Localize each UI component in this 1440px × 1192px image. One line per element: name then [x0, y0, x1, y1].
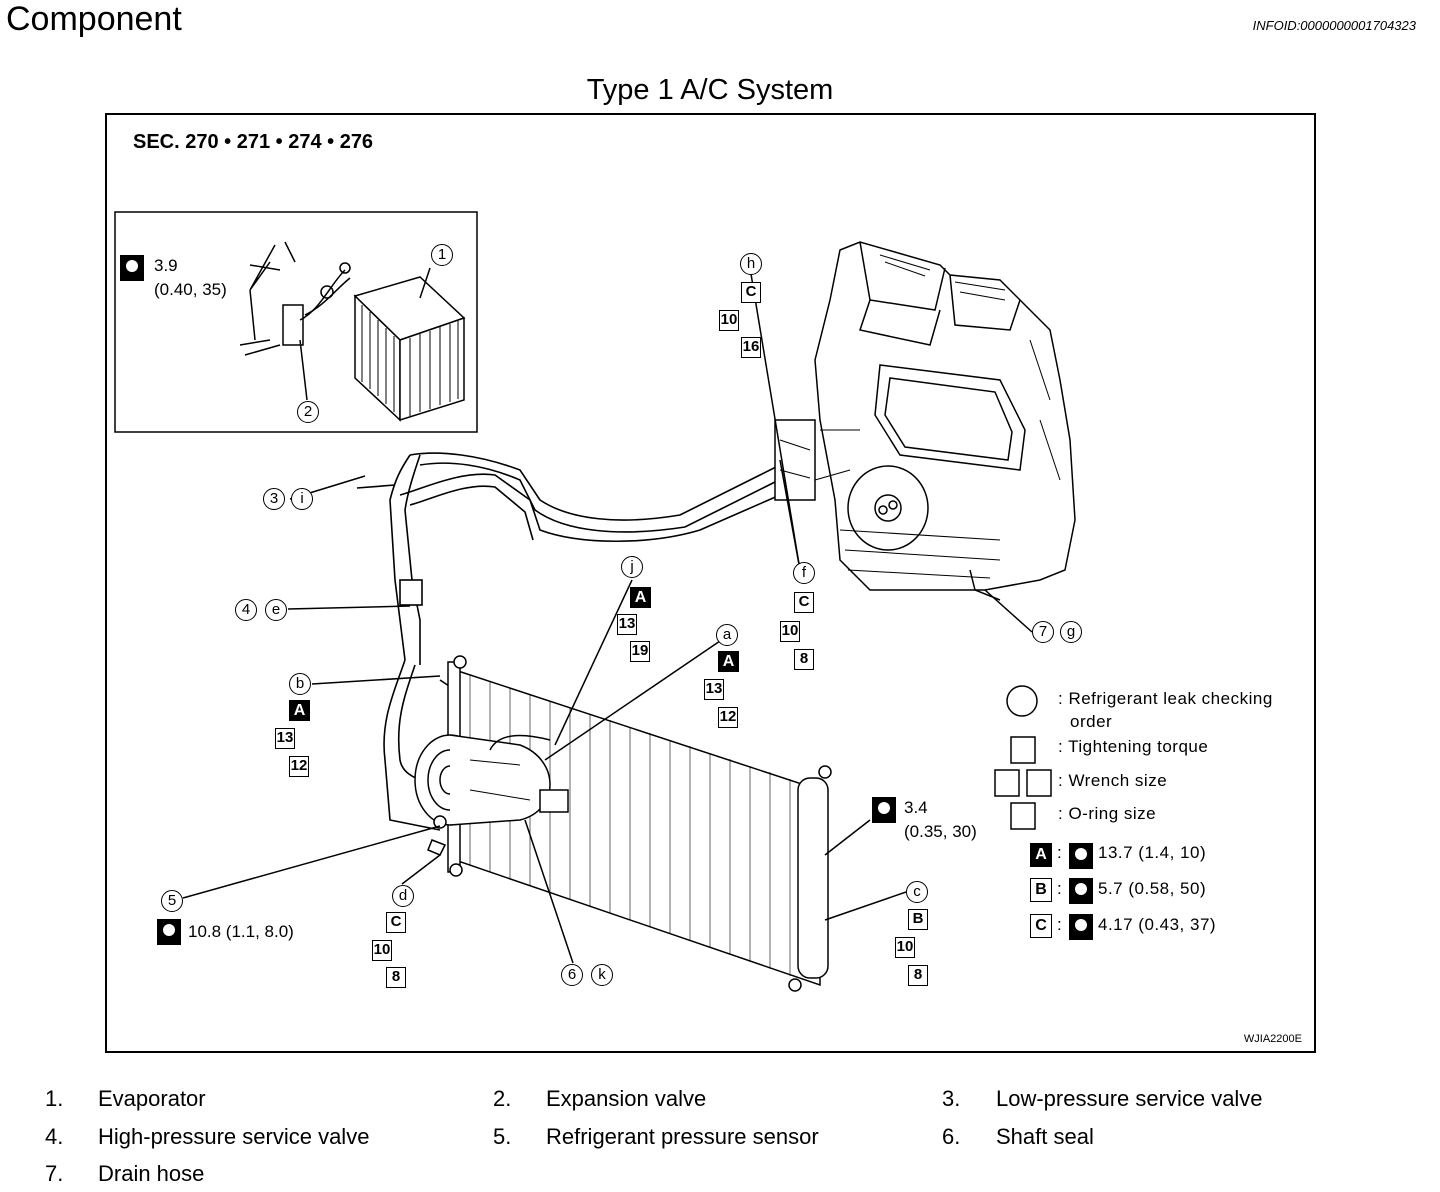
callout-5: 5 — [161, 890, 183, 912]
legend-oring: : O-ring size — [1058, 804, 1157, 823]
callout-i: i — [291, 488, 313, 510]
legend-text-a: 13.7 (1.4, 10) — [1098, 843, 1207, 862]
diagram-reference: WJIA2200E — [1243, 1033, 1302, 1045]
code-j-wrench: 13 — [617, 614, 637, 635]
legend-code-a: A — [1030, 843, 1052, 867]
part-number: 4. — [45, 1124, 64, 1149]
callout-7: 7 — [1032, 621, 1054, 643]
receiver-torque-value: 3.4 — [904, 798, 928, 817]
part-number: 7. — [45, 1161, 64, 1186]
callout-b: b — [289, 673, 311, 695]
part-number: 2. — [493, 1086, 512, 1111]
callout-k: k — [591, 964, 613, 986]
callout-h: h — [740, 253, 762, 275]
condenser — [447, 655, 832, 992]
callout-3: 3 — [263, 488, 285, 510]
evaporator-core — [353, 276, 466, 422]
info-id: INFOID:0000000001704323 — [1252, 18, 1416, 33]
code-f-wrench: 10 — [780, 621, 800, 642]
inset-box — [114, 211, 478, 433]
code-b-oring: 12 — [289, 756, 309, 777]
legend-leak: : Refrigerant leak checking — [1058, 689, 1273, 708]
receiver-torque-sub: (0.35, 30) — [904, 822, 977, 841]
code-f-torque: C — [794, 592, 814, 613]
callout-c: c — [906, 881, 928, 903]
code-j-torque: A — [630, 587, 651, 608]
part-number: 5. — [493, 1124, 512, 1149]
callout-a: a — [716, 624, 738, 646]
code-h-oring: 16 — [741, 337, 761, 358]
legend-code-c: C — [1030, 914, 1052, 938]
callout-d: d — [392, 885, 414, 907]
part-name: Refrigerant pressure sensor — [546, 1124, 819, 1149]
callout-2: 2 — [297, 401, 319, 423]
diagram-title: Type 1 A/C System — [586, 74, 834, 106]
code-a-wrench: 13 — [704, 679, 724, 700]
compressor — [414, 734, 569, 856]
part-number: 1. — [45, 1086, 64, 1111]
legend-circle-symbol — [1006, 685, 1038, 717]
callout-j: j — [621, 556, 643, 578]
legend-code-b: B — [1030, 878, 1052, 902]
code-f-oring: 8 — [794, 649, 814, 670]
part-name: High-pressure service valve — [98, 1124, 370, 1149]
section-label: SEC. 270 • 271 • 274 • 276 — [133, 131, 374, 153]
code-d-torque: C — [386, 912, 406, 933]
inset-torque-value: 3.9 — [154, 256, 178, 275]
part-number: 3. — [942, 1086, 961, 1111]
legend-colon-b: : — [1057, 879, 1063, 898]
callout-4: 4 — [235, 599, 257, 621]
legend-text-b: 5.7 (0.58, 50) — [1098, 879, 1207, 898]
part-name: Shaft seal — [996, 1124, 1094, 1149]
code-c-torque: B — [908, 909, 928, 930]
code-c-oring: 8 — [908, 965, 928, 986]
part-name: Low-pressure service valve — [996, 1086, 1263, 1111]
part-name: Evaporator — [98, 1086, 206, 1111]
legend-leak-2: order — [1070, 712, 1113, 731]
legend-text-c: 4.17 (0.43, 37) — [1098, 915, 1217, 934]
legend-colon-c: : — [1057, 915, 1063, 934]
sensor-torque: 10.8 (1.1, 8.0) — [188, 922, 294, 941]
callout-6: 6 — [561, 964, 583, 986]
code-h-wrench: 10 — [719, 310, 739, 331]
code-a-oring: 12 — [718, 707, 738, 728]
hvac-unit — [774, 241, 1076, 601]
callout-e: e — [265, 599, 287, 621]
code-d-wrench: 10 — [372, 940, 392, 961]
callout-g: g — [1060, 621, 1082, 643]
code-h-torque: C — [741, 282, 761, 303]
code-j-oring: 19 — [630, 641, 650, 662]
part-name: Drain hose — [98, 1161, 205, 1186]
legend-colon-a: : — [1057, 843, 1063, 862]
page-title: Component — [6, 0, 182, 38]
callout-f: f — [793, 562, 815, 584]
code-b-wrench: 13 — [275, 728, 295, 749]
code-c-wrench: 10 — [895, 937, 915, 958]
expansion-valve — [239, 241, 351, 356]
code-b-torque: A — [289, 700, 310, 721]
part-name: Expansion valve — [546, 1086, 707, 1111]
code-d-oring: 8 — [386, 967, 406, 988]
legend-wrench: : Wrench size — [1058, 771, 1168, 790]
code-a-torque: A — [718, 651, 739, 672]
diagram-frame — [105, 113, 1316, 1053]
legend-torque: : Tightening torque — [1058, 737, 1209, 756]
inset-torque-sub: (0.40, 35) — [154, 280, 227, 299]
callout-1: 1 — [431, 244, 453, 266]
part-number: 6. — [942, 1124, 961, 1149]
